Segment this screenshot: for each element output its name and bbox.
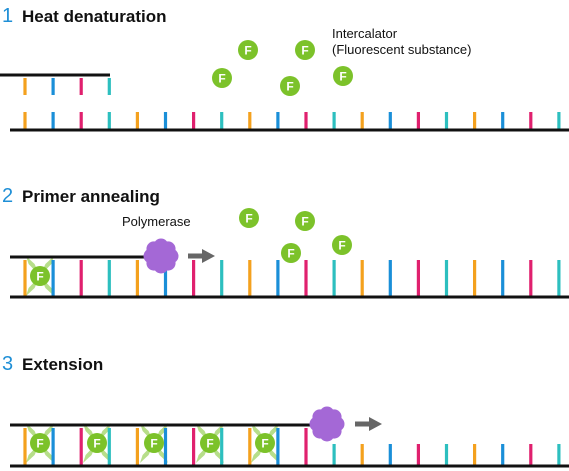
bound-intercalator [30,266,50,286]
fluorescent-marker-label: F [338,239,345,253]
bound-intercalator [144,433,164,453]
fluorescent-marker-label: F [36,270,43,284]
free-intercalator [280,76,300,96]
polymerase-icon [143,238,179,274]
step-3-heading: 3 Extension [2,353,103,375]
free-intercalator [295,211,315,231]
polymerase-label: Polymerase [122,214,191,229]
free-intercalator [281,243,301,263]
fluorescent-marker-label: F [261,437,268,451]
dna-layer: F F F F F F F F F F F F F F F [0,40,569,468]
polymerase-core [317,414,337,434]
free-intercalator [333,66,353,86]
polymerase-icon [309,406,345,442]
arrow-shaft [355,421,371,427]
fluorescent-marker-label: F [206,437,213,451]
free-intercalator [239,208,259,228]
fluorescent-marker-label: F [244,44,251,58]
fluorescent-marker-label: F [286,80,293,94]
free-intercalator [212,68,232,88]
bound-intercalator [87,433,107,453]
fluorescent-marker-label: F [301,44,308,58]
arrow-head [369,417,382,431]
fluorescent-marker-label: F [93,437,100,451]
arrow-shaft [188,253,204,259]
step-2-title: Primer annealing [22,187,160,206]
step-1-title: Heat denaturation [22,7,167,26]
step-3-number: 3 [2,353,13,375]
fluorescent-marker-label: F [36,437,43,451]
fluorescent-marker-label: F [301,215,308,229]
step-2-heading: 2 Primer annealing [2,185,160,207]
fluorescent-marker-label: F [287,247,294,261]
intercalator-label-line2: (Fluorescent substance) [332,42,471,57]
polymerase-core [151,246,171,266]
direction-arrow-icon [355,417,382,431]
step-1-heading: 1 Heat denaturation [2,5,167,27]
bound-intercalator [200,433,220,453]
direction-arrow-icon [188,249,215,263]
arrow-head [202,249,215,263]
free-intercalator [238,40,258,60]
fluorescent-marker-label: F [245,212,252,226]
free-intercalator [295,40,315,60]
bound-intercalator [30,433,50,453]
step-3-title: Extension [22,355,103,374]
fluorescent-marker-label: F [150,437,157,451]
step-2-number: 2 [2,185,13,207]
fluorescent-marker-label: F [339,70,346,84]
step-1-number: 1 [2,5,13,27]
fluorescent-marker-label: F [218,72,225,86]
intercalator-label-line1: Intercalator [332,26,398,41]
bound-intercalator [255,433,275,453]
free-intercalator [332,235,352,255]
